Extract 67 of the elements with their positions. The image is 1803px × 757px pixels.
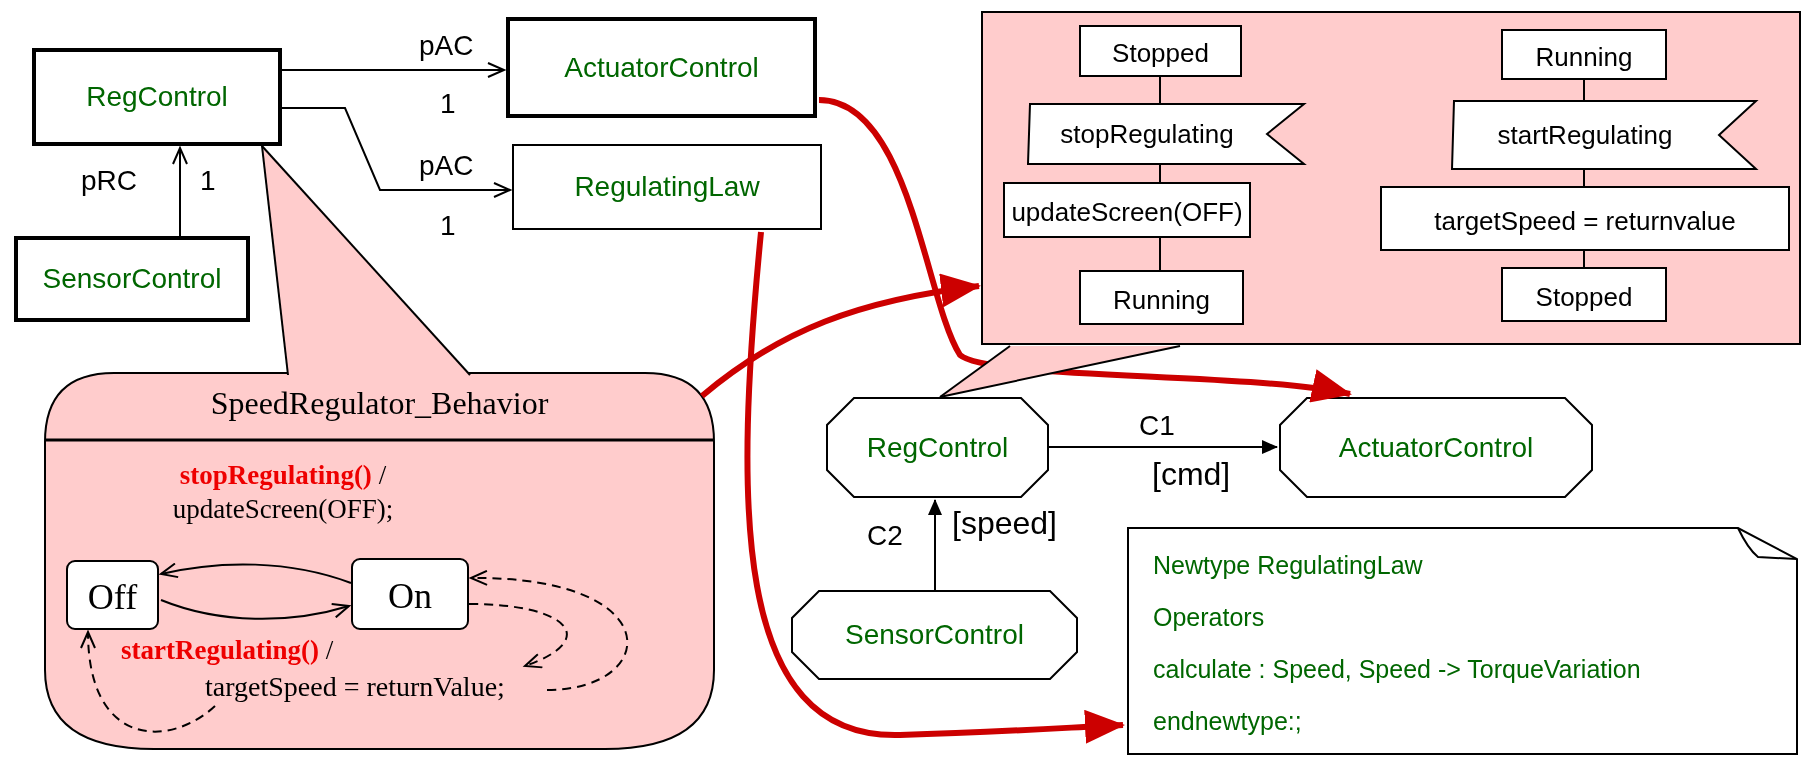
note-card xyxy=(1127,527,1798,755)
block-octagon xyxy=(1279,397,1593,498)
sdl-state-box xyxy=(1079,25,1242,77)
multiplicity-label: 1 xyxy=(440,210,456,242)
connector-line xyxy=(1159,76,1161,104)
task-text: updateScreen(OFF) xyxy=(1010,196,1244,228)
behavior-title: SpeedRegulator_Behavior xyxy=(209,384,550,422)
class-name: RegControl xyxy=(85,80,229,114)
multiplicity-label: 1 xyxy=(200,165,216,197)
class-name: ActuatorControl xyxy=(563,50,760,85)
connector-line xyxy=(1583,169,1585,187)
input-signal-shape xyxy=(1451,100,1757,170)
association-arrow xyxy=(172,147,188,237)
class-box xyxy=(512,144,822,230)
note-line: Newtype RegulatingLaw xyxy=(1153,550,1423,581)
note-line: calculate : Speed, Speed -> TorqueVariation xyxy=(1153,654,1641,685)
highlight-arrow xyxy=(818,97,1352,405)
block-octagon xyxy=(791,590,1078,680)
highlight-arrow xyxy=(744,231,1125,744)
channel-arrow xyxy=(928,499,942,591)
connector-line xyxy=(1159,164,1161,183)
task-box xyxy=(1003,182,1251,238)
state-name: Running xyxy=(1112,283,1211,316)
signal-label: [cmd] xyxy=(1152,456,1231,492)
transition-arrow xyxy=(160,599,350,620)
highlight-arrow xyxy=(700,274,981,399)
class-box xyxy=(506,17,817,118)
signal-name: stopRegulating xyxy=(1059,118,1235,150)
state-name: Stopped xyxy=(1111,37,1210,69)
sdl-state-box xyxy=(1501,29,1667,80)
sdl-state-box xyxy=(1079,270,1244,325)
association-arrow xyxy=(281,107,511,198)
association-arrow xyxy=(281,62,505,78)
class-box xyxy=(14,236,250,322)
class-name: RegulatingLaw xyxy=(573,170,761,204)
state-name: On xyxy=(387,575,433,617)
multiplicity-label: 1 xyxy=(440,88,456,120)
dashed-arrow xyxy=(470,570,628,691)
connector-line xyxy=(1583,250,1585,268)
dashed-arrow xyxy=(468,603,568,668)
signal-name: startRegulating xyxy=(1496,119,1674,151)
state-box xyxy=(351,558,469,630)
task-box xyxy=(1380,186,1790,251)
callout-pointer xyxy=(939,345,1181,398)
transition-arrow xyxy=(160,562,352,584)
connector-line xyxy=(1583,79,1585,101)
block-name: SensorControl xyxy=(844,618,1025,652)
dashed-arrow xyxy=(81,631,216,733)
connector-line xyxy=(1159,237,1161,271)
note-line: endnewtype:; xyxy=(1153,706,1302,737)
state-name: Running xyxy=(1534,40,1634,73)
action-text: targetSpeed = returnValue; xyxy=(205,668,505,706)
signal-label: [speed] xyxy=(952,505,1057,541)
state-name: Off xyxy=(86,576,139,618)
class-name: SensorControl xyxy=(41,262,223,296)
channel-arrow xyxy=(1048,440,1278,454)
task-text: targetSpeed = returnvalue xyxy=(1433,204,1737,237)
input-signal-shape xyxy=(1027,103,1305,165)
class-box xyxy=(32,48,282,146)
state-name: Stopped xyxy=(1534,280,1634,313)
block-octagon xyxy=(826,397,1049,498)
block-name: RegControl xyxy=(865,430,1010,465)
state-box xyxy=(66,560,159,630)
note-line: Operators xyxy=(1153,602,1265,633)
callout-pointer xyxy=(261,145,471,376)
block-name: ActuatorControl xyxy=(1337,430,1535,465)
sdl-state-box xyxy=(1501,267,1667,322)
